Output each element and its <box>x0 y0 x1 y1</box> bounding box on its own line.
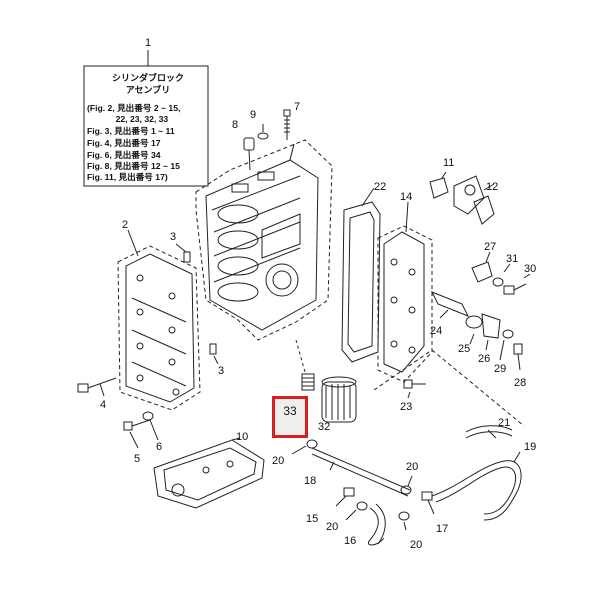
part-number-14: 14 <box>400 191 412 203</box>
part-number-9: 9 <box>250 109 256 121</box>
part-number-21: 21 <box>498 417 510 429</box>
part-number-20-d: 20 <box>410 539 422 551</box>
title-box-ref-1: (Fig. 2, 見出番号 2 ~ 15, <box>87 103 181 113</box>
part-number-25: 25 <box>458 343 470 355</box>
part-number-6: 6 <box>156 441 162 453</box>
part-number-1: 1 <box>145 37 151 49</box>
title-box-ref-3: Fig. 3, 見出番号 1 ~ 11 <box>87 126 175 136</box>
part-number-20-b: 20 <box>406 461 418 473</box>
part-number-12: 12 <box>486 181 498 193</box>
washer-6 <box>142 411 159 441</box>
part-number-18: 18 <box>304 475 316 487</box>
exhaust-cover-outline <box>377 225 433 383</box>
cylinder-block-outline <box>195 139 333 341</box>
fitting-15 <box>335 487 355 507</box>
part-number-22: 22 <box>374 181 386 193</box>
bolt-28 <box>513 343 523 371</box>
oil-filter <box>321 376 357 423</box>
washer-31 <box>492 263 511 287</box>
bolt-7 <box>283 109 291 140</box>
part-number-20-a: 20 <box>272 455 284 467</box>
part-number-3-upper: 3 <box>170 231 176 243</box>
plug-8 <box>243 137 255 171</box>
part-number-17-lower: 17 <box>436 523 448 535</box>
clip-20-c <box>345 501 368 521</box>
fitting-17 <box>421 491 435 515</box>
clip-20-b <box>400 475 413 495</box>
title-box-heading-2: アセンブリ <box>125 85 171 95</box>
part-number-11: 11 <box>443 157 454 169</box>
bracket-26 <box>481 313 501 351</box>
title-box-ref-2: 22, 23, 32, 33 <box>87 114 169 124</box>
title-box-ref-7: Fig. 11, 見出番号 17) <box>87 172 168 182</box>
part-number-8: 8 <box>232 119 238 131</box>
cylinder-block <box>205 143 319 331</box>
clip-20-d <box>398 511 410 531</box>
part-number-24: 24 <box>430 325 442 337</box>
hose-16 <box>368 503 386 546</box>
part-number-29: 29 <box>494 363 506 375</box>
bolt-4 <box>77 377 117 397</box>
bolt-23 <box>403 379 426 399</box>
crankcase-cover-outline <box>117 245 201 411</box>
part-number-28: 28 <box>514 377 526 389</box>
title-box-ref-5: Fig. 6, 見出番号 34 <box>87 150 161 160</box>
part-number-19: 19 <box>524 441 536 453</box>
part-number-2: 2 <box>122 219 128 231</box>
pipe-24 <box>430 291 470 319</box>
gasket-plate <box>153 437 265 509</box>
title-box-ref-4: Fig. 4, 見出番号 17 <box>87 138 161 148</box>
filter-stud <box>295 339 315 391</box>
part-number-15: 15 <box>306 513 318 525</box>
clip-20-a <box>291 439 318 455</box>
bolt-30 <box>503 273 531 295</box>
part-number-4: 4 <box>100 399 106 411</box>
bolt-5 <box>123 419 151 449</box>
dowel-pin-upper <box>175 243 191 263</box>
part-number-23: 23 <box>400 401 412 413</box>
hose-19 <box>431 460 522 521</box>
part-number-7: 7 <box>294 101 300 113</box>
title-box-ref-6: Fig. 8, 見出番号 12 ~ 15 <box>87 161 180 171</box>
part-number-33-highlighted[interactable]: 33 <box>283 404 297 418</box>
part-number-10: 10 <box>236 431 248 443</box>
thermostat-cover-12 <box>453 175 495 225</box>
part-number-32: 32 <box>318 421 330 433</box>
part-number-26: 26 <box>478 353 490 365</box>
part-number-31: 31 <box>506 253 518 265</box>
part-number-5: 5 <box>134 453 140 465</box>
clip-27 <box>471 251 493 283</box>
grommet-25 <box>465 315 483 345</box>
exhaust-cover <box>383 201 425 373</box>
part-number-30: 30 <box>524 263 536 275</box>
title-box-heading-1: シリンダブロック <box>111 73 184 83</box>
part-number-3-lower: 3 <box>218 365 224 377</box>
hose-18 <box>311 447 411 497</box>
part-number-16: 16 <box>344 535 356 547</box>
fitting-11 <box>429 171 449 199</box>
washer-9 <box>257 124 269 140</box>
part-number-20-c: 20 <box>326 521 338 533</box>
highlight-box-33[interactable] <box>272 396 308 438</box>
dowel-pin-lower <box>209 343 219 365</box>
crankcase-cover <box>125 253 195 403</box>
washer-29 <box>499 329 514 361</box>
part-number-27: 27 <box>484 241 496 253</box>
